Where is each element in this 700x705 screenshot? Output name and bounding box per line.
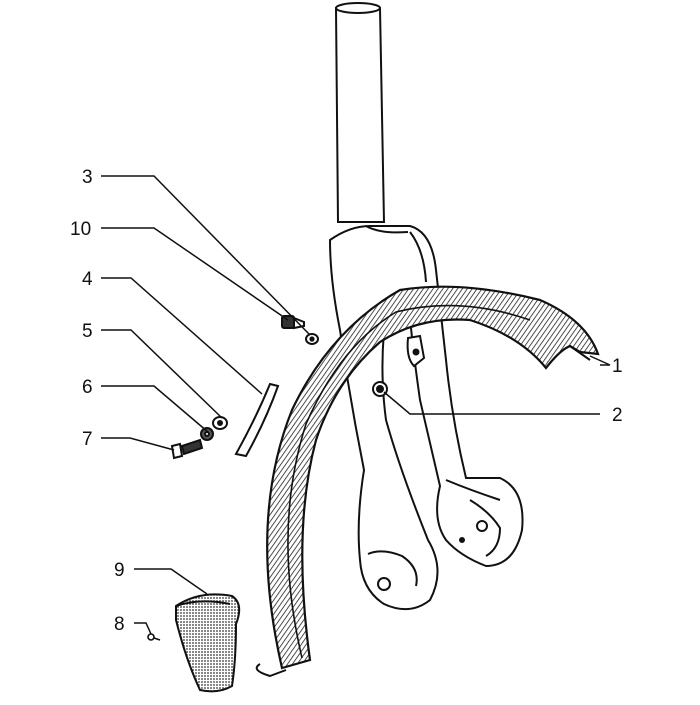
leader-lines — [101, 175, 611, 635]
steering-tube — [334, 2, 386, 223]
mudguard-bracket — [406, 334, 426, 368]
small-screw-part-8 — [147, 633, 161, 641]
callout-1: 1 — [612, 356, 623, 377]
washer-part-3 — [305, 333, 319, 345]
nut-part-2 — [372, 381, 388, 397]
callout-2: 2 — [612, 405, 623, 426]
callout-3: 3 — [82, 167, 93, 188]
fork-body — [328, 225, 524, 611]
callout-5: 5 — [82, 321, 93, 342]
fork-axle-holes — [377, 520, 488, 591]
callout-10: 10 — [70, 219, 91, 240]
trim-strip-part-4 — [234, 382, 280, 458]
lockwasher-part-6 — [200, 427, 214, 441]
callout-8: 8 — [114, 614, 125, 635]
callout-7: 7 — [82, 429, 93, 450]
washer-part-5 — [212, 416, 228, 430]
screw-part-7 — [170, 438, 204, 460]
callout-6: 6 — [82, 377, 93, 398]
callout-labels: 1 2 3 10 4 5 6 7 9 8 — [70, 167, 623, 635]
callout-9: 9 — [114, 560, 125, 581]
callout-4: 4 — [82, 269, 93, 290]
mud-flap-part-9 — [175, 593, 241, 693]
front-mudguard — [255, 285, 600, 678]
